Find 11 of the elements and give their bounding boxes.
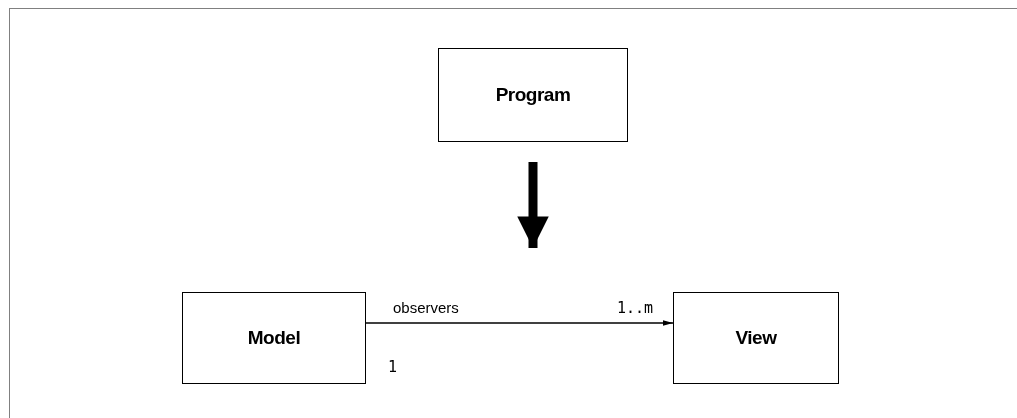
class-name: Program — [495, 84, 571, 106]
class-box — [182, 292, 366, 384]
multiplicity-label: 1..m — [617, 299, 654, 317]
class-box — [438, 48, 628, 142]
multiplicity-label: 1 — [388, 358, 398, 376]
thick-arrow — [517, 162, 549, 248]
association-arrow — [365, 320, 674, 326]
class-name: View — [735, 327, 777, 349]
class-box — [673, 292, 839, 384]
edge-label: observers — [393, 299, 459, 316]
class-name: Model — [247, 327, 301, 349]
